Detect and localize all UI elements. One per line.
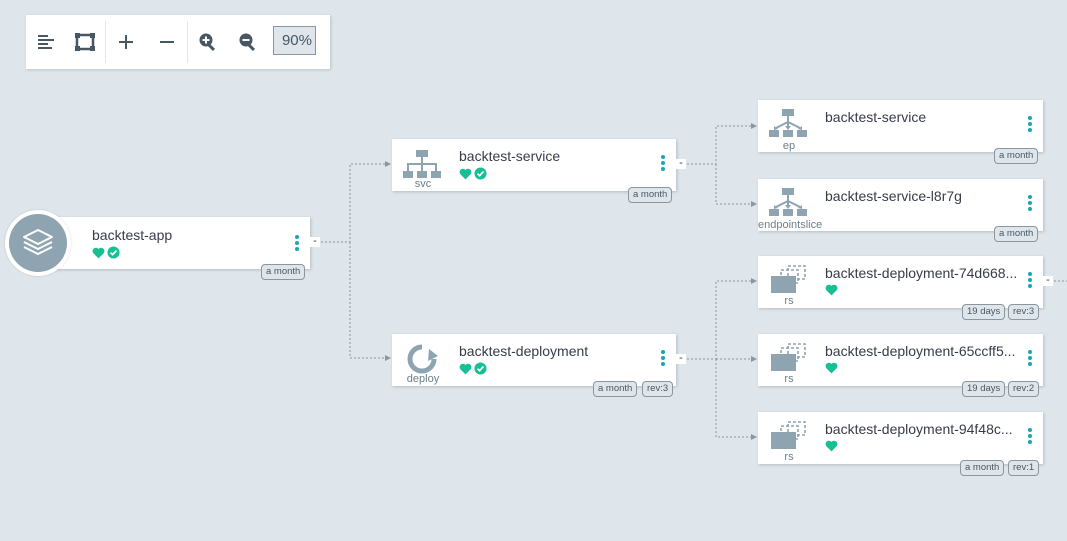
edge-svc-eps [715,164,755,205]
node-kind-label: rs [784,373,794,385]
graph-toolbar: 90% [26,15,330,69]
node-menu-icon[interactable] [294,235,300,253]
endpointslice-icon [758,179,818,231]
node-backtest-service-svc[interactable]: svc backtest-service [392,139,676,191]
node-backtest-deployment[interactable]: deploy backtest-deployment [392,334,676,386]
node-menu-icon[interactable] [660,350,666,368]
age-tag: 19 days [962,304,1006,320]
deployment-icon [392,334,452,386]
replicaset-icon [758,256,818,308]
collapse-toggle[interactable]: - [1043,275,1053,286]
check-circle-icon [474,167,487,180]
revision-tag: rev:2 [1008,381,1040,397]
heart-icon [459,363,472,374]
collapse-toggle[interactable]: - [676,158,686,169]
edge-app-deploy [349,242,389,359]
layers-icon [23,229,53,255]
node-name: backtest-app [92,227,173,243]
node-status [825,284,838,296]
zoom-out-icon[interactable] [234,28,262,56]
node-backtest-service-ep[interactable]: ep backtest-service [758,100,1043,152]
list-view-icon[interactable] [32,28,60,56]
node-backtest-service-endpointslice[interactable]: endpointslice backtest-service-l8r7g [758,179,1043,231]
endpoints-icon [758,100,818,152]
node-replicaset-3[interactable]: rs backtest-deployment-94f48c... [758,412,1043,464]
revision-tag: rev:3 [642,381,674,397]
node-kind-label: endpointslice [758,219,823,231]
collapse-toggle[interactable]: - [676,353,686,364]
service-icon [392,139,452,191]
heart-icon [92,247,105,258]
node-kind-label: deploy [406,373,440,385]
node-name: backtest-deployment-94f48c... [825,421,1013,437]
edge-app-svc [321,163,389,243]
node-status [825,362,838,374]
heart-icon [825,440,838,452]
revision-tag: rev:1 [1008,460,1040,476]
node-menu-icon[interactable] [1027,195,1033,213]
node-kind-label: svc [414,178,432,190]
revision-tag: rev:3 [1008,304,1040,320]
application-icon [5,210,71,276]
age-tag: 19 days [962,381,1006,397]
replicaset-icon [758,334,818,386]
heart-icon [825,284,838,296]
edge-deploy-rs3 [715,359,755,438]
check-circle-icon [107,246,120,259]
node-menu-icon[interactable] [1027,272,1033,290]
node-menu-icon[interactable] [1027,116,1033,134]
node-menu-icon[interactable] [1027,428,1033,446]
node-status [825,440,838,452]
node-name: backtest-deployment-65ccff5... [825,343,1016,359]
age-tag: a month [593,381,638,397]
age-tag: a month [994,148,1039,164]
age-tag: a month [628,187,673,203]
expand-icon[interactable] [112,28,140,56]
edge-svc-ep [687,125,755,165]
node-status [92,246,120,259]
node-name: backtest-deployment [459,343,589,359]
node-menu-icon[interactable] [1027,350,1033,368]
node-name: backtest-service [825,109,927,125]
node-name: backtest-service-l8r7g [825,188,962,204]
collapse-icon[interactable] [153,28,181,56]
node-name: backtest-service [459,148,561,164]
node-replicaset-2[interactable]: rs backtest-deployment-65ccff5... [758,334,1043,386]
node-backtest-app[interactable]: backtest-app [38,217,310,269]
heart-icon [459,168,472,179]
node-kind-label: rs [784,295,794,307]
age-tag: a month [960,460,1005,476]
toolbar-divider [187,21,188,63]
age-tag: a month [261,264,306,280]
node-kind-label: ep [782,140,796,152]
check-circle-icon [474,362,487,375]
node-status [459,167,487,180]
collapse-toggle[interactable]: - [310,236,320,247]
node-menu-icon[interactable] [660,155,666,173]
fit-to-screen-icon[interactable] [71,28,99,56]
heart-icon [825,362,838,374]
node-replicaset-1[interactable]: rs backtest-deployment-74d668... [758,256,1043,308]
zoom-level-display: 90% [273,26,316,55]
replicaset-icon [758,412,818,464]
age-tag: a month [994,226,1039,242]
edge-deploy-rs1 [687,280,755,360]
node-kind-label: rs [784,451,794,463]
node-name: backtest-deployment-74d668... [825,265,1018,281]
zoom-in-icon[interactable] [194,28,222,56]
toolbar-divider [105,21,106,63]
node-status [459,362,487,375]
